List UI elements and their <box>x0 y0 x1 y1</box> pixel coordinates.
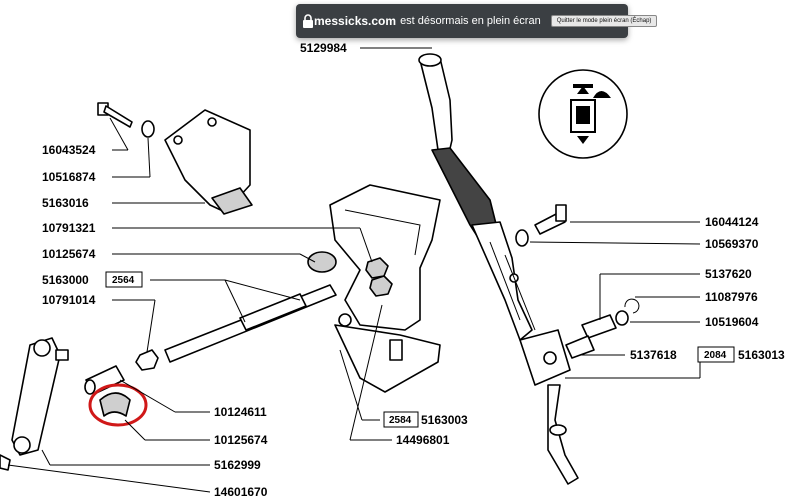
exit-fullscreen-button[interactable]: Quitter le mode plein écran (Échap) <box>550 15 658 27</box>
label-5163013: 5163013 <box>738 348 785 362</box>
label-10124611: 10124611 <box>214 405 267 419</box>
label-11087976: 11087976 <box>705 290 758 304</box>
label-10791014: 10791014 <box>42 293 96 307</box>
label-10516874: 10516874 <box>42 170 96 184</box>
banner-site: messicks.com <box>314 14 397 28</box>
ref-box-2584: 2584 <box>389 415 412 426</box>
clip-11087976 <box>565 298 640 359</box>
label-10125674-a: 10125674 <box>42 247 96 261</box>
clip-10125674-highlighted <box>88 383 148 427</box>
bolt-16043524 <box>97 102 155 138</box>
label-16043524: 16043524 <box>42 143 96 157</box>
linkage-5163013 <box>519 329 579 485</box>
leader-lines <box>7 47 701 493</box>
fullscreen-banner: messicks.com est désormais en plein écra… <box>296 4 658 38</box>
label-5162999: 5162999 <box>214 458 261 472</box>
tractor-turtle-speed-icon <box>538 69 628 159</box>
label-14496801: 14496801 <box>396 433 450 447</box>
label-10125674-b: 10125674 <box>214 433 268 447</box>
rod-5163000 <box>135 251 337 371</box>
label-5163003: 5163003 <box>421 413 468 427</box>
reference-boxes: 2564 2584 2084 <box>105 271 735 428</box>
highlight-circle <box>88 383 148 427</box>
banner-message: est désormais en plein écran <box>400 15 541 27</box>
part-number-labels: 5129984 16043524 10516874 5163016 107913… <box>42 41 785 499</box>
label-10791321: 10791321 <box>42 221 96 235</box>
bracket-5163016 <box>164 109 253 215</box>
nut-10791321 <box>365 257 393 297</box>
label-5163016: 5163016 <box>42 196 89 210</box>
label-5137620: 5137620 <box>705 267 752 281</box>
label-10519604: 10519604 <box>705 315 759 329</box>
label-14601670: 14601670 <box>214 485 268 499</box>
ref-box-2564: 2564 <box>112 275 135 286</box>
pin-10124611 <box>84 365 125 395</box>
label-5129984: 5129984 <box>300 41 347 55</box>
ref-box-2084: 2084 <box>704 350 727 361</box>
label-5163000: 5163000 <box>42 273 89 287</box>
label-10569370: 10569370 <box>705 237 759 251</box>
lever-arm-5162999 <box>0 337 69 471</box>
label-16044124: 16044124 <box>705 215 759 229</box>
shift-lever <box>418 53 536 341</box>
lock-icon <box>302 14 314 28</box>
housing-5163003 <box>329 184 441 393</box>
bolt-16044124 <box>515 204 567 247</box>
label-5137618: 5137618 <box>630 348 677 362</box>
